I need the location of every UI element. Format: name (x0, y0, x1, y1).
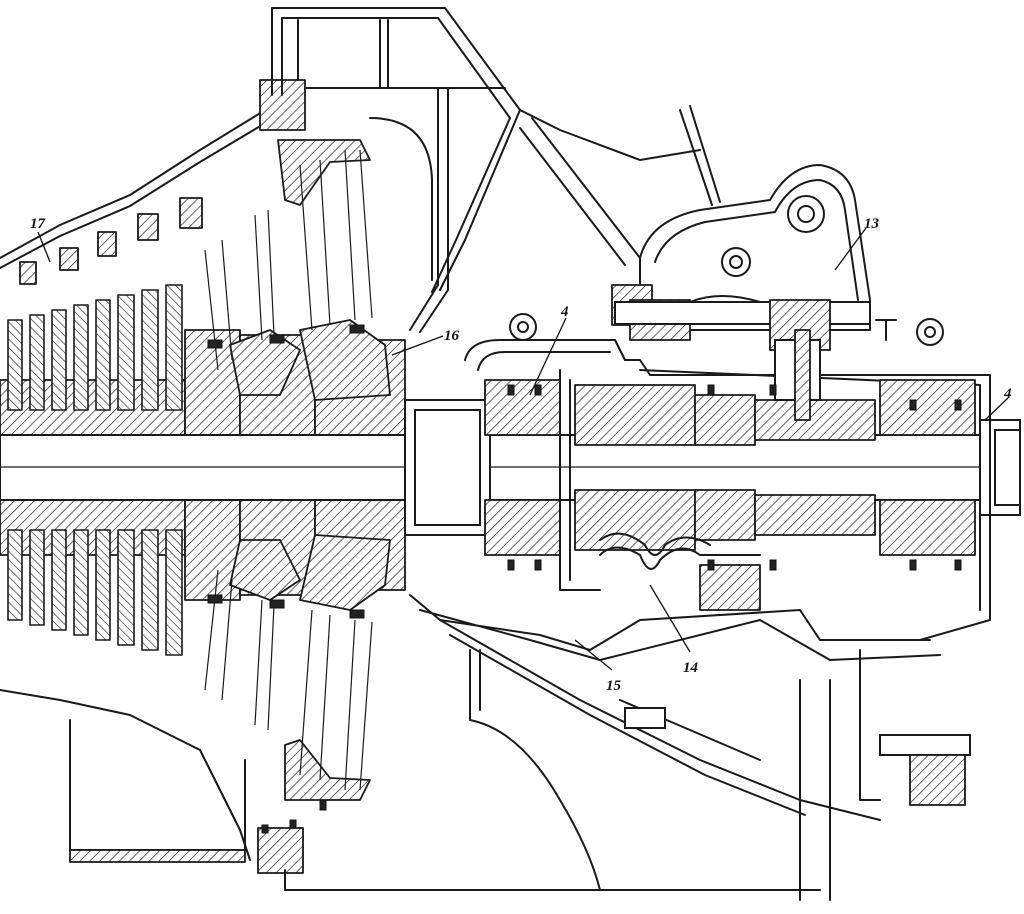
blade-stages-lower (7, 529, 373, 791)
callout-17: 17 (30, 216, 46, 232)
callouts: 17 16 4 13 4 14 15 (30, 216, 1012, 694)
casing-flanges (19, 139, 371, 874)
callout-4-right: 4 (1003, 386, 1012, 402)
lower-casing-support (0, 619, 971, 901)
lifting-eyes (509, 313, 944, 346)
blade-stages-upper (7, 149, 373, 411)
callout-4-left: 4 (560, 304, 569, 320)
upper-casing (0, 7, 701, 333)
main-shaft (0, 399, 1021, 536)
fasteners (207, 324, 962, 834)
callout-16: 16 (444, 328, 460, 344)
callout-13: 13 (864, 216, 880, 232)
callout-15: 15 (606, 678, 622, 694)
auxiliary-gear-housing (611, 105, 871, 421)
callout-14: 14 (683, 660, 699, 676)
gearbox-housing (409, 339, 991, 661)
